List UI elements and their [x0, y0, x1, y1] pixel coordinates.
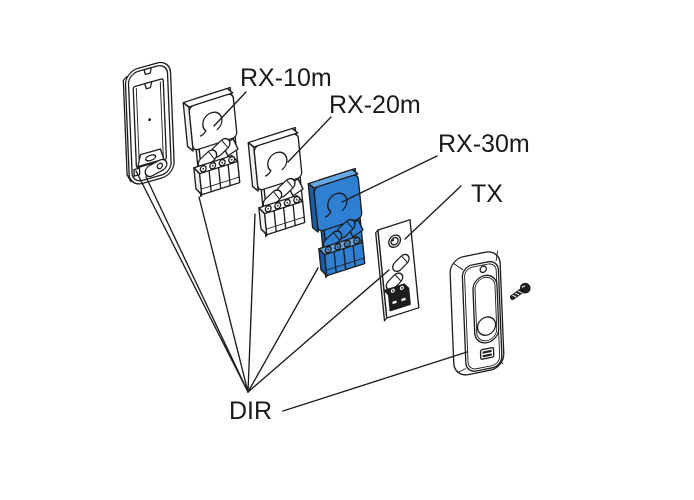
label-rx-20m: RX-20m — [329, 91, 421, 119]
dir-line-housing — [135, 170, 249, 393]
rx10m-leader — [213, 91, 247, 127]
cover-hole — [479, 265, 488, 274]
capacitor — [385, 272, 404, 291]
tx-leader — [404, 185, 462, 240]
dir-line-rx30m — [247, 267, 319, 393]
capacitor — [392, 253, 410, 273]
leader-lines — [135, 91, 468, 412]
dir-line-housing-foot — [145, 176, 249, 393]
front-cover — [449, 250, 505, 376]
cover-lens — [476, 316, 497, 336]
terminal-slot — [392, 300, 397, 305]
label-rx-30m: RX-30m — [438, 130, 530, 158]
rx20m-leader — [287, 116, 332, 163]
rx-30m-board-highlighted — [307, 167, 368, 281]
screw-hole — [148, 118, 152, 122]
rx30m-leader — [341, 155, 438, 203]
housing-foot — [144, 158, 168, 178]
label-dir: DIR — [229, 397, 272, 425]
label-rx-10m: RX-10m — [240, 64, 332, 92]
housing-top-tab — [143, 67, 152, 76]
housing-clip — [144, 81, 153, 90]
screw-head — [519, 282, 531, 294]
dir-line-tx — [247, 269, 390, 393]
bracket-slot — [145, 154, 157, 162]
housing-depth-edge — [122, 75, 132, 183]
rx-20m-board — [247, 126, 308, 240]
screw — [509, 282, 531, 301]
terminal-slot — [401, 297, 406, 302]
dir-line-rx20m — [247, 213, 256, 393]
dir-line-rx10m — [198, 196, 249, 393]
brand-logo — [479, 347, 495, 360]
label-tx: TX — [471, 180, 503, 208]
dir-line-cover — [282, 351, 468, 412]
rx-10m-board — [182, 86, 243, 200]
tx-board — [375, 219, 420, 322]
tx-terminal-front — [387, 287, 411, 312]
back-housing — [122, 61, 175, 185]
